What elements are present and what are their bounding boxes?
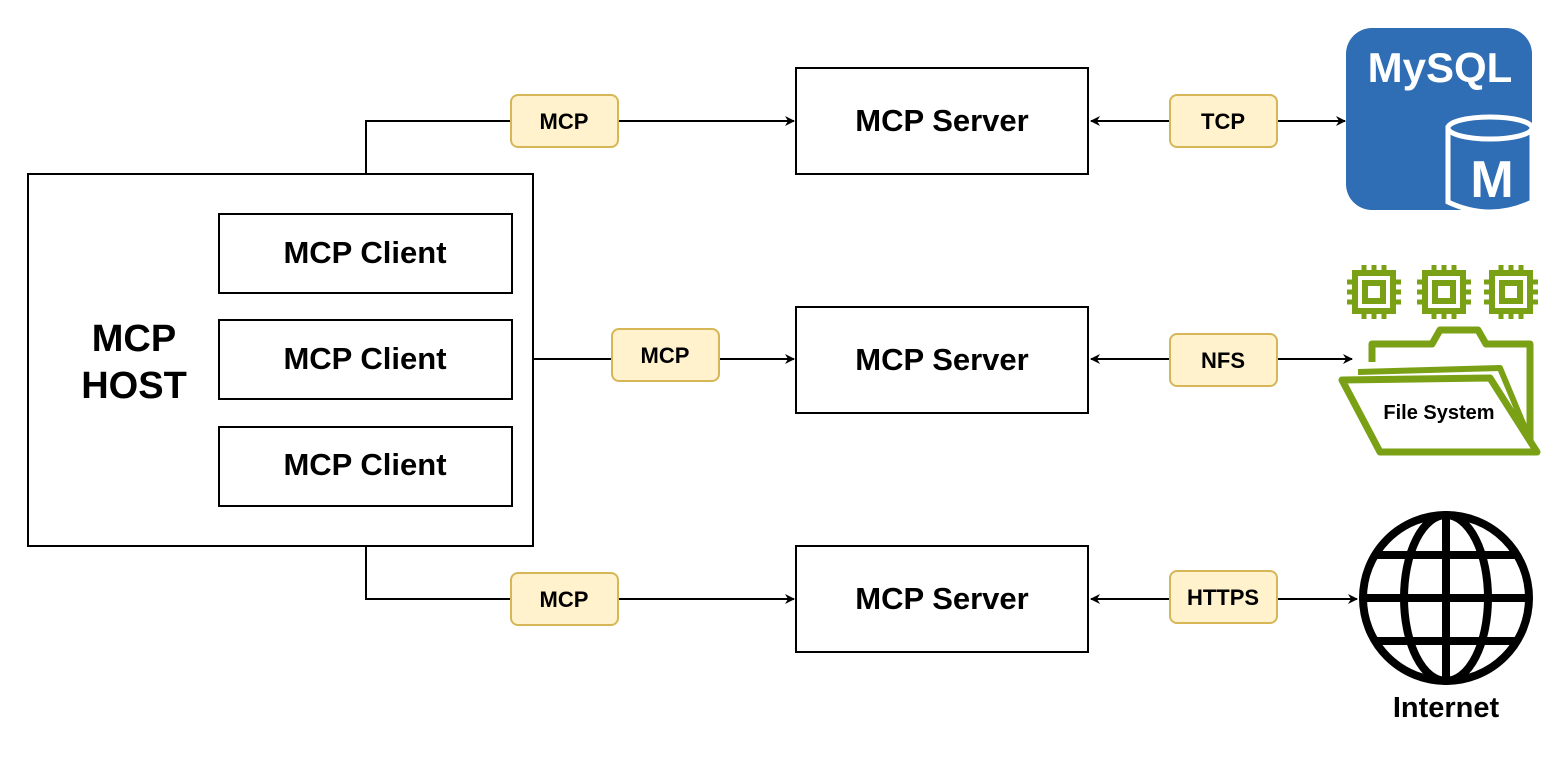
- protocol-badge-https: HTTPS: [1169, 570, 1278, 624]
- mcp-server-3[interactable]: MCP Server: [795, 545, 1089, 653]
- internet-label: Internet: [1393, 692, 1500, 724]
- folder-chips-icon: File System: [1338, 265, 1541, 456]
- server-label: MCP Server: [855, 342, 1028, 377]
- globe-icon: [1359, 511, 1533, 685]
- client-label: MCP Client: [283, 235, 446, 270]
- svg-text:MCP: MCP: [540, 587, 589, 612]
- protocol-badge-mcp-middle: MCP: [611, 328, 720, 382]
- protocol-badge-mcp-top: MCP: [510, 94, 619, 148]
- protocol-badge-mcp-bottom: MCP: [510, 572, 619, 626]
- svg-text:MCP: MCP: [641, 343, 690, 368]
- mcp-client-3[interactable]: MCP Client: [218, 426, 513, 507]
- host-label-line1: MCP: [92, 318, 176, 360]
- svg-text:TCP: TCP: [1201, 109, 1245, 134]
- host-label-line2: HOST: [81, 365, 187, 407]
- filesystem-label: File System: [1383, 402, 1494, 424]
- mcp-server-2[interactable]: MCP Server: [795, 306, 1089, 414]
- mcp-host: MCP HOST MCP Client MCP Client MCP Clien…: [27, 173, 534, 547]
- client-label: MCP Client: [283, 447, 446, 482]
- server-label: MCP Server: [855, 103, 1028, 138]
- protocol-badge-tcp: TCP: [1169, 94, 1278, 148]
- svg-text:HTTPS: HTTPS: [1187, 585, 1259, 610]
- client-label: MCP Client: [283, 341, 446, 376]
- server-label: MCP Server: [855, 581, 1028, 616]
- mysql-label: MySQL: [1368, 44, 1513, 91]
- protocol-badge-nfs: NFS: [1169, 333, 1278, 387]
- svg-text:MCP: MCP: [540, 109, 589, 134]
- mysql-database-icon: MySQL M: [1346, 28, 1535, 215]
- mysql-badge: M: [1470, 151, 1513, 209]
- mcp-client-1[interactable]: MCP Client: [218, 213, 513, 294]
- svg-text:NFS: NFS: [1201, 348, 1245, 373]
- mcp-client-2[interactable]: MCP Client: [218, 319, 513, 400]
- mcp-server-1[interactable]: MCP Server: [795, 67, 1089, 175]
